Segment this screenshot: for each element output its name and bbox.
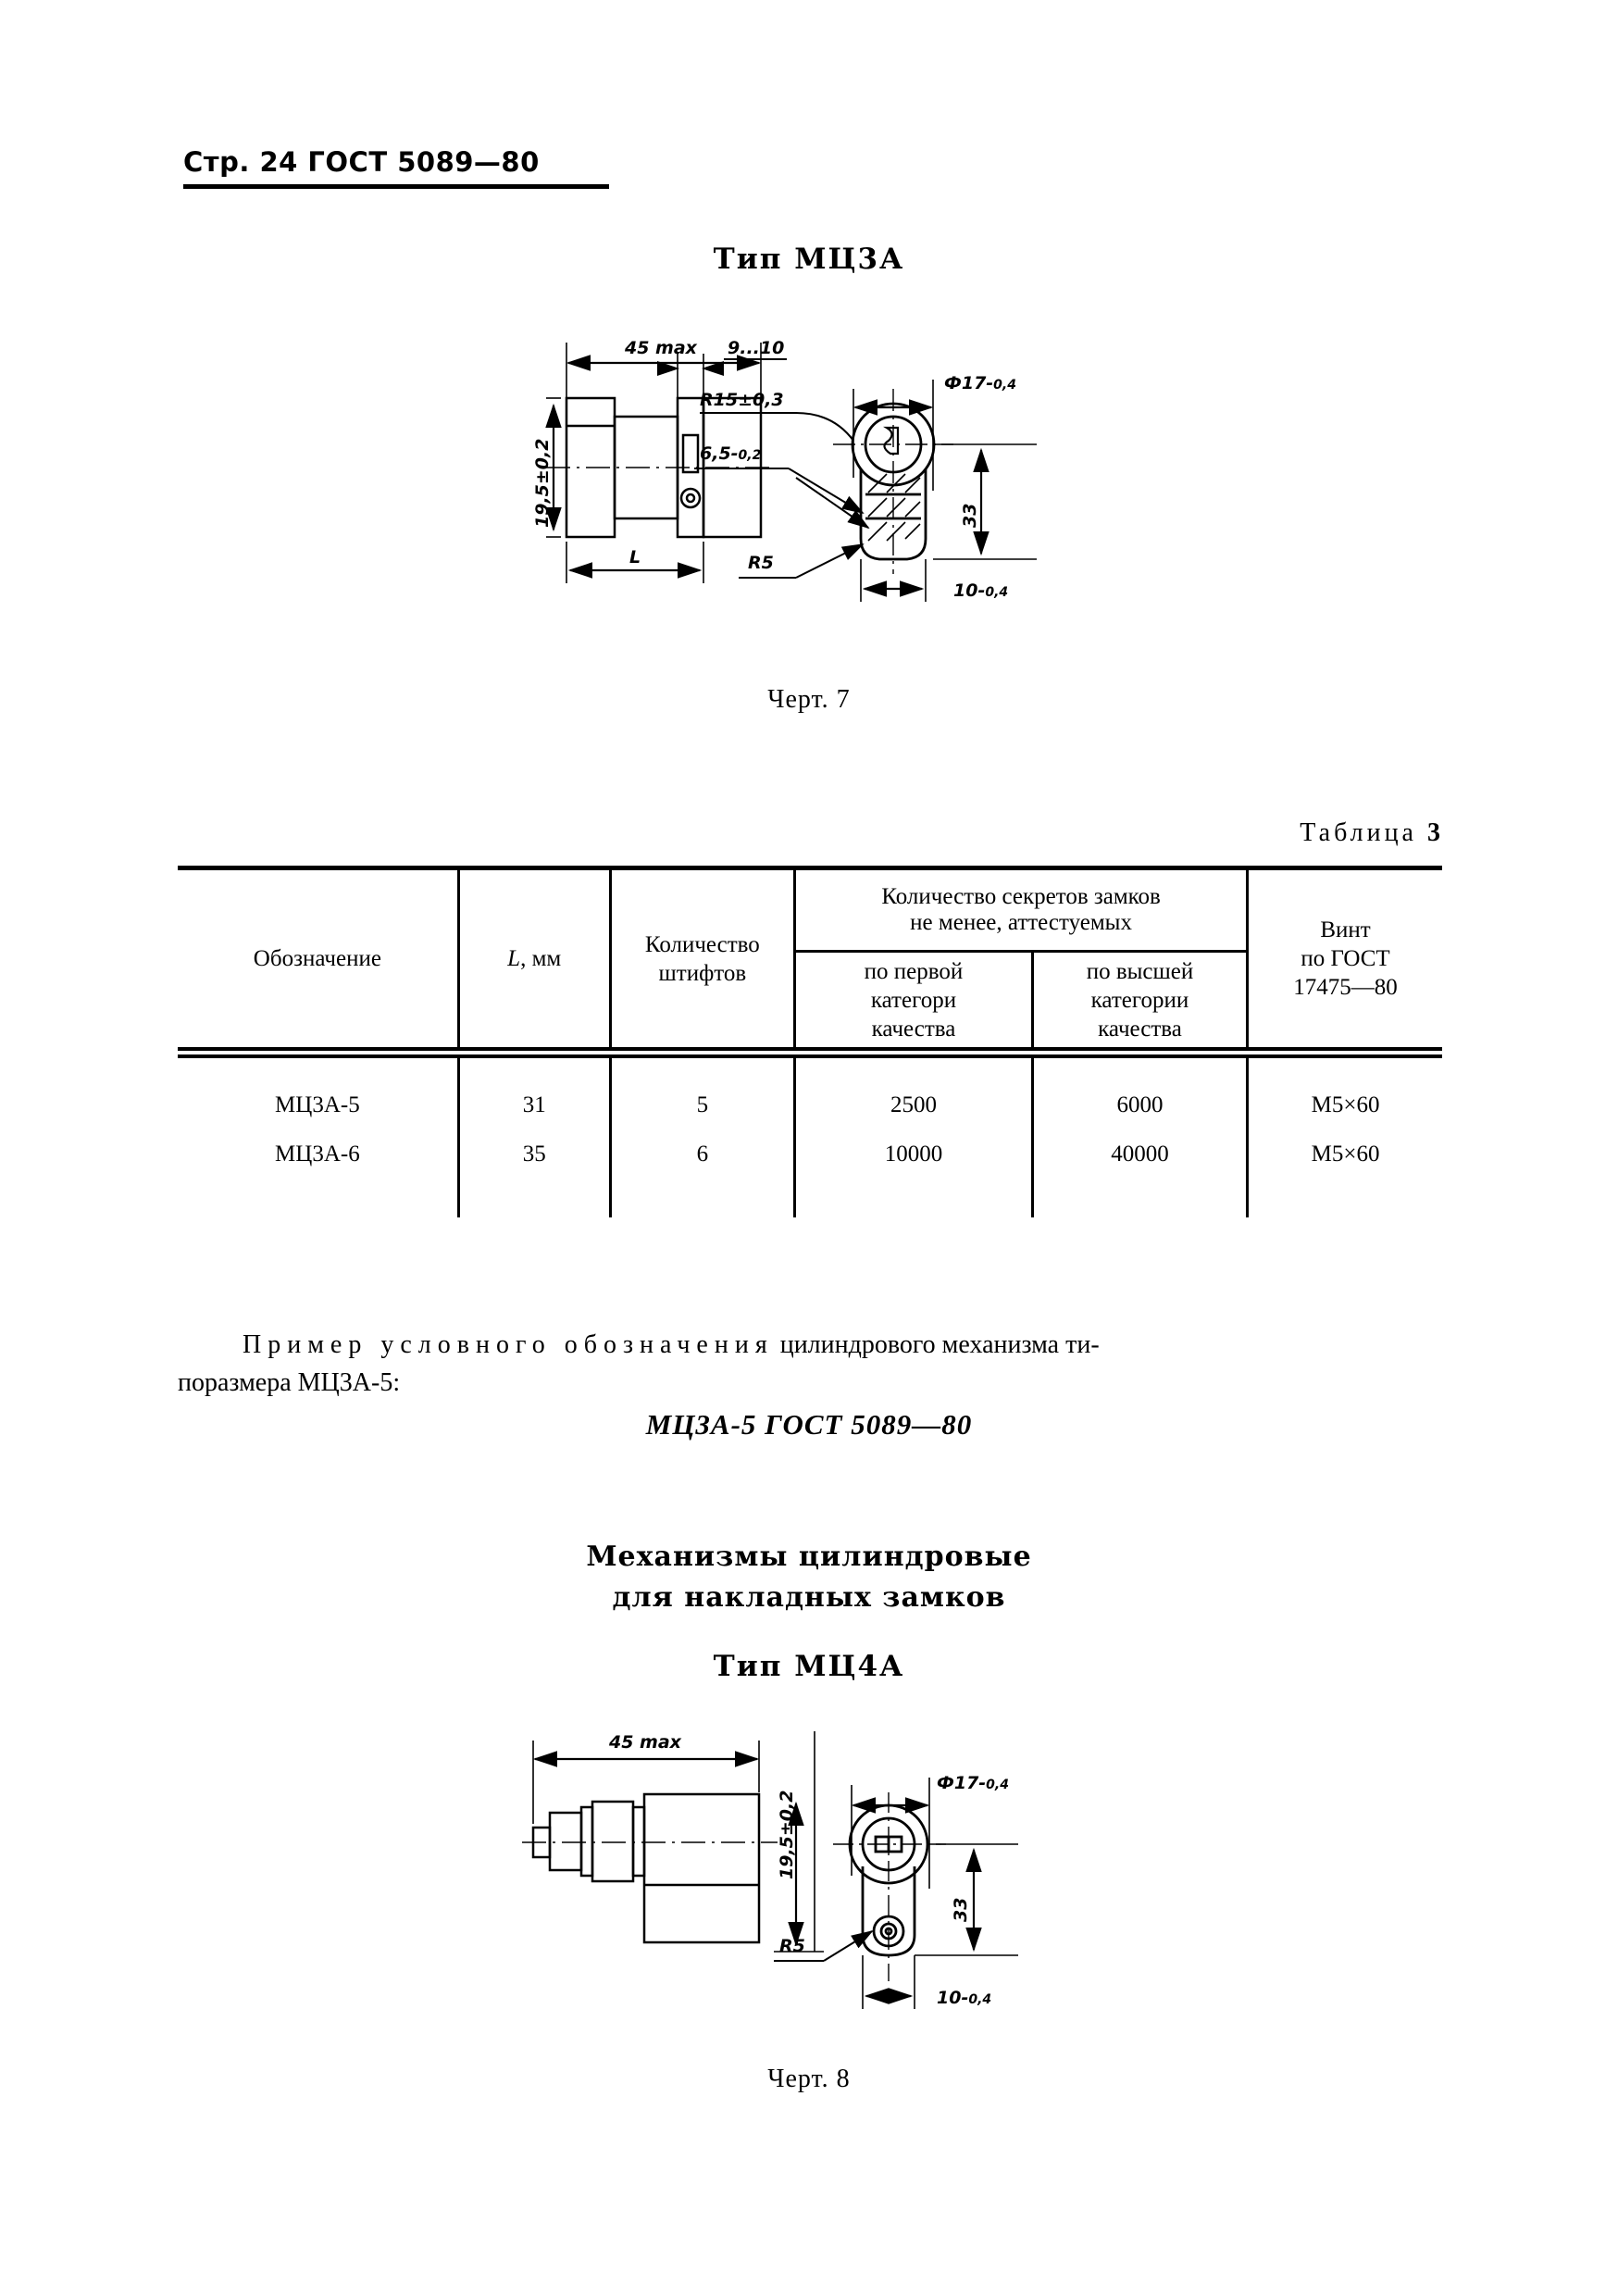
dim-19-5: 19,5±0,2 [532, 439, 553, 528]
dim-R5: R5 [748, 553, 774, 573]
table-row: МЦ3А-5 31 5 2500 6000 М5×60 [178, 1080, 1442, 1129]
subcol-high-category: по высшей категории качества [1030, 951, 1248, 1047]
table-label-word: Таблица [1300, 818, 1417, 847]
figure8-drawing: 45 max 19,5±0,2 Ф17-0,4 33 10-0,4 [518, 1703, 1129, 2055]
cell-secrets-high: 40000 [1030, 1129, 1248, 1179]
subcol-first-category: по первой категори качества [793, 951, 1033, 1047]
table-label-number: 3 [1427, 818, 1440, 847]
figure7-title: Тип МЦ3А [713, 243, 905, 276]
subcol-high-line3: качества [1098, 1016, 1182, 1042]
subcol-first-line2: категори [870, 987, 957, 1013]
col-secrets-group: Количество секретов замков не менее, атт… [793, 870, 1248, 953]
cell-secrets-first: 2500 [793, 1080, 1033, 1129]
col-pins: Количество штифтов [608, 870, 795, 1047]
example-line2: поразмера МЦ3А-5: [178, 1368, 401, 1397]
col-length: L, мм [456, 870, 611, 1047]
specification-table: Обозначение L, мм Количество штифтов Кол… [178, 866, 1442, 1217]
col-designation: Обозначение [253, 946, 381, 971]
section-heading-line1: Механизмы цилиндровые [586, 1541, 1032, 1573]
col-pins-line1: Количество [644, 931, 760, 957]
table-header-row: Обозначение L, мм Количество штифтов Кол… [178, 870, 1442, 1047]
page-header-rule [183, 184, 609, 189]
subcol-high-line1: по высшей [1086, 958, 1194, 984]
cell-designation: МЦ3А-6 [275, 1141, 360, 1167]
figure7-drawing: 45 max 9...10 L 19,5±0,2 [518, 296, 1166, 667]
subcol-first-line3: качества [871, 1016, 956, 1042]
dim-33: 33 [960, 504, 980, 528]
figure8-title: Тип МЦ4А [713, 1650, 905, 1683]
section-heading-line2: для накладных замков [612, 1581, 1006, 1614]
example-paragraph: Пример условного обозначения цилиндровог… [178, 1326, 1446, 1402]
dim-L: L [629, 547, 641, 568]
col-screw-line3: 17475—80 [1293, 975, 1398, 1000]
figure7-caption: Черт. 7 [767, 685, 851, 714]
cell-length: 31 [456, 1080, 611, 1129]
col-secrets-line2: не менее, аттестуемых [910, 910, 1132, 935]
col-screw-line2: по ГОСТ [1301, 946, 1390, 971]
col-screw: Винт по ГОСТ 17475—80 [1246, 870, 1442, 1047]
cell-pins: 6 [608, 1129, 795, 1179]
col-pins-line2: штифтов [658, 960, 747, 986]
subcol-high-line2: категории [1090, 987, 1189, 1013]
cell-screw: М5×60 [1246, 1129, 1442, 1179]
table-bottom-spacer-row [178, 1179, 1442, 1217]
col-length-symbol: L [507, 946, 521, 971]
cell-secrets-first: 10000 [793, 1129, 1033, 1179]
col-secrets-line1: Количество секретов замков [881, 884, 1161, 909]
dim8-19-5: 19,5±0,2 [777, 1791, 797, 1879]
cell-pins: 5 [608, 1080, 795, 1129]
table-label: Таблица 3 [1300, 818, 1440, 848]
cell-designation: МЦ3А-5 [275, 1092, 360, 1117]
dim8-10: 10-0,4 [937, 1988, 991, 2008]
example-line1-rest: цилиндрового механизма ти- [779, 1330, 1100, 1359]
figure8-caption: Черт. 8 [767, 2065, 851, 2093]
cell-secrets-high: 6000 [1030, 1080, 1248, 1129]
table-row: МЦ3А-6 35 6 10000 40000 М5×60 [178, 1129, 1442, 1179]
table-rule-row [178, 1047, 1442, 1058]
dim-diameter17: Ф17-0,4 [944, 373, 1016, 393]
page-header: Стр. 24 ГОСТ 5089—80 [183, 146, 1442, 189]
cell-screw: М5×60 [1246, 1080, 1442, 1129]
section-heading: Механизмы цилиндровые для накладных замк… [0, 1537, 1618, 1618]
cell-length: 35 [456, 1129, 611, 1179]
dim-10: 10-0,4 [953, 580, 1008, 601]
table-double-rule [178, 1047, 1442, 1058]
col-length-unit: , мм [520, 946, 562, 971]
dim-6-5: 6,5-0,2 [700, 443, 761, 464]
dim-45max: 45 max [624, 338, 698, 358]
dim-R15: R15±0,3 [700, 390, 784, 410]
table-subheader-row: по первой категори качества по высшей ка… [178, 951, 1442, 1047]
example-line1-spaced: Пример условного обозначения [243, 1330, 774, 1359]
col-screw-line1: Винт [1320, 917, 1371, 942]
dim-9-10: 9...10 [728, 338, 784, 358]
dim8-45max: 45 max [608, 1732, 682, 1753]
example-designation: МЦ3А-5 ГОСТ 5089—80 [645, 1408, 973, 1441]
table-spacer-row [178, 1058, 1442, 1080]
example-line1: Пример условного обозначения цилиндровог… [178, 1326, 1446, 1364]
subcol-first-line1: по первой [864, 958, 964, 984]
table-top-rule [178, 866, 1442, 870]
dim8-33: 33 [951, 1898, 971, 1922]
page-header-text: Стр. 24 ГОСТ 5089—80 [183, 146, 540, 178]
dim8-R5: R5 [779, 1936, 805, 1956]
dim8-diameter17: Ф17-0,4 [937, 1773, 1009, 1793]
